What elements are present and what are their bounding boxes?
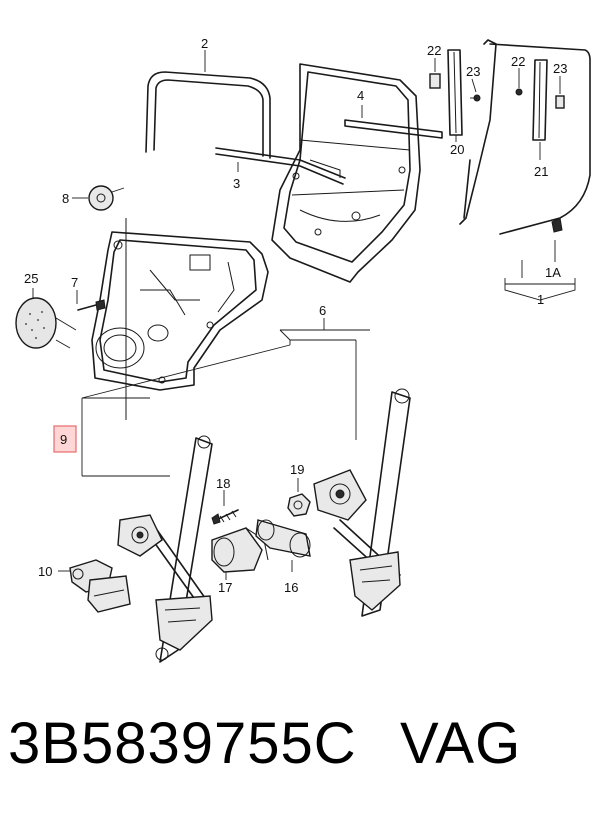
- callout-7: 7: [71, 275, 78, 290]
- callout-17: 17: [218, 580, 232, 595]
- brand-label: VAG: [400, 711, 522, 776]
- callout-22-right: 22: [511, 54, 525, 69]
- door-shell: [271, 63, 421, 283]
- part-7-bolt: [76, 290, 106, 311]
- callout-21: 21: [534, 164, 548, 179]
- callout-16: 16: [284, 580, 298, 595]
- part-22-clip: [429, 58, 441, 89]
- part-1-bracket: [504, 260, 576, 301]
- part-4-outer-strip: [344, 105, 443, 139]
- door-carrier-panel: [91, 218, 269, 420]
- callout-3: 3: [233, 176, 240, 191]
- part-2-window-seal: [145, 50, 271, 159]
- callout-2: 2: [201, 36, 208, 51]
- footer: 3B5839755C VAG: [0, 700, 600, 814]
- part-17-bracket: [211, 527, 269, 580]
- callout-8: 8: [62, 191, 69, 206]
- part-20-guide-rail: [447, 49, 463, 142]
- part-1A-fastener: [551, 217, 563, 262]
- part-number-label: 3B5839755C: [8, 711, 357, 776]
- callout-6: 6: [319, 303, 326, 318]
- callout-9: 9: [60, 432, 67, 447]
- callout-23-right: 23: [553, 61, 567, 76]
- window-regulator-left: [117, 435, 213, 663]
- part-6-bracket: [81, 318, 370, 440]
- part-9-highlight[interactable]: [53, 397, 150, 477]
- part-21-guide-rail: [532, 59, 548, 160]
- callout-10: 10: [38, 564, 52, 579]
- window-glass: [459, 39, 591, 235]
- callout-25: 25: [24, 271, 38, 286]
- part-25-speaker-cover: [15, 288, 77, 349]
- part-8-grommet: [72, 185, 125, 211]
- callout-4: 4: [357, 88, 364, 103]
- part-18-screw: [211, 490, 239, 525]
- part-23-screw: [470, 78, 481, 102]
- callout-1: 1: [537, 292, 544, 307]
- callout-22-left: 22: [427, 43, 441, 58]
- exploded-parts-diagram: 2 3 4 20 22 23: [15, 36, 591, 663]
- part-16-drum: [255, 519, 311, 572]
- part-10-motor: [58, 559, 131, 613]
- callout-19: 19: [290, 462, 304, 477]
- part-22-clip-right: [515, 68, 523, 96]
- callout-20: 20: [450, 142, 464, 157]
- callout-23-left: 23: [466, 64, 480, 79]
- part-23-screw-right: [555, 76, 565, 109]
- callout-18: 18: [216, 476, 230, 491]
- callout-1A: 1A: [545, 265, 561, 280]
- window-regulator-right: [313, 388, 411, 617]
- part-19-nut: [287, 478, 311, 517]
